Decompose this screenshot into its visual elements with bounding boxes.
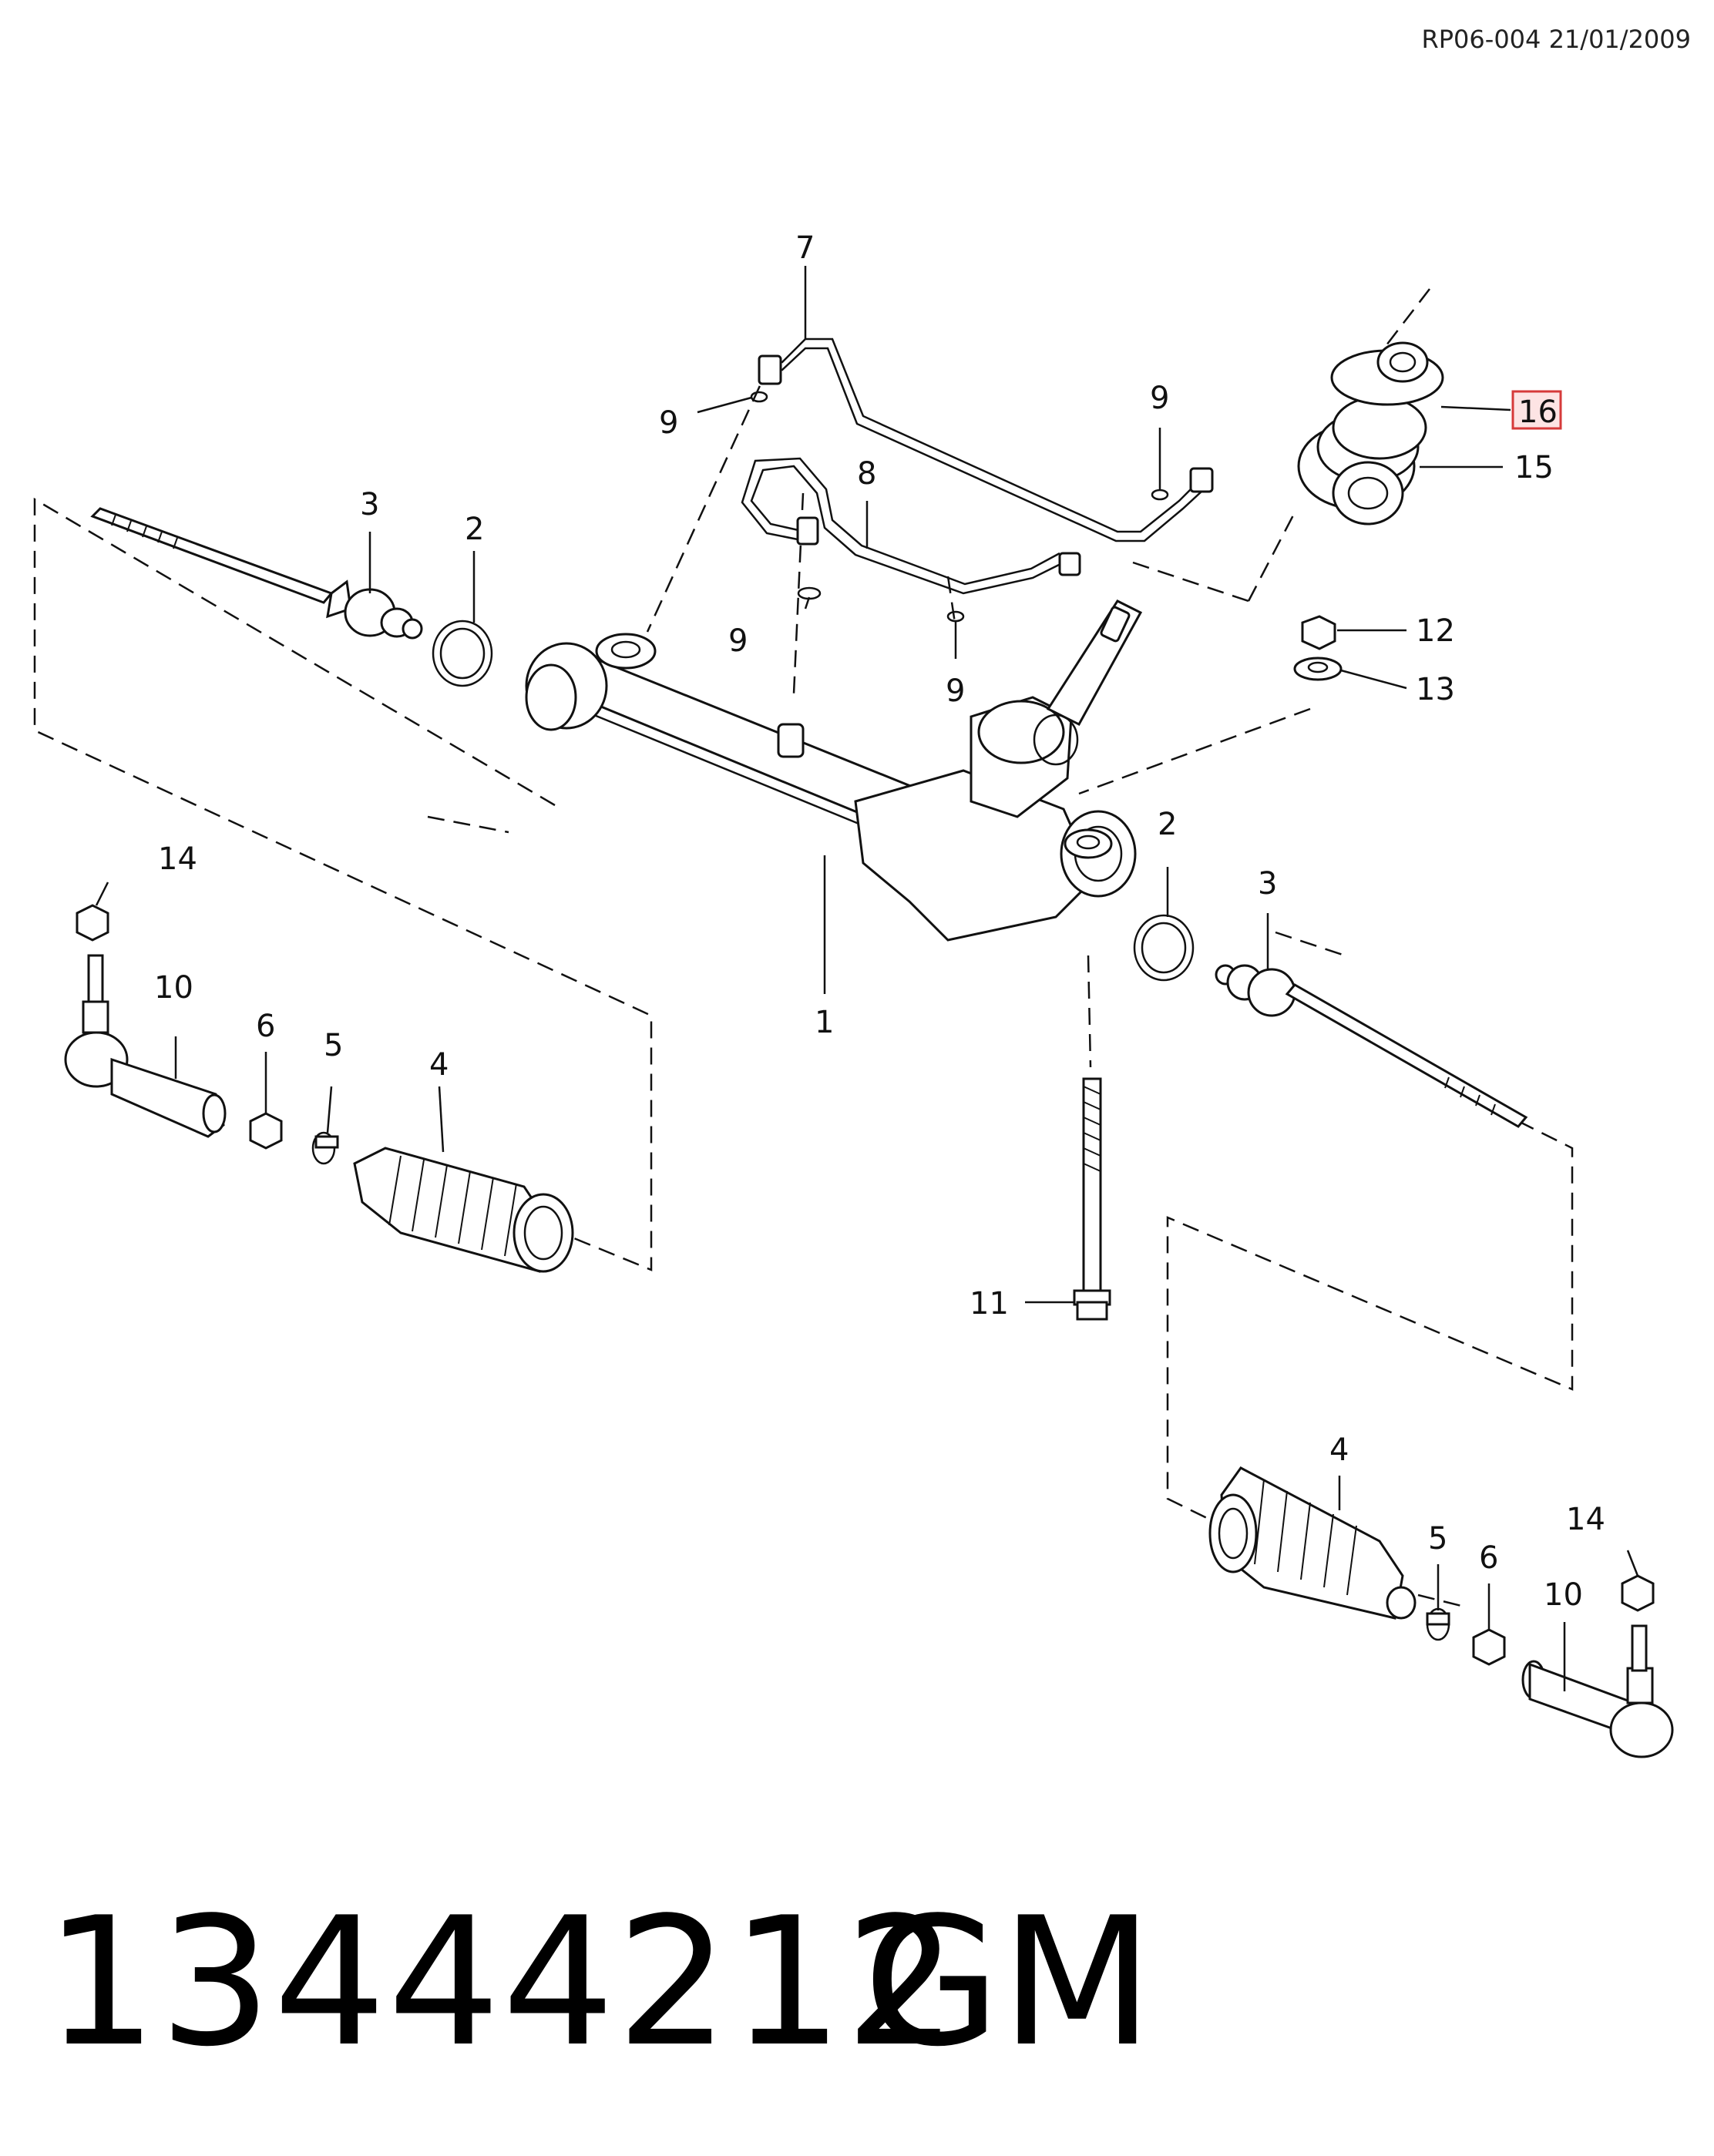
callout-15: 15 [1514,450,1554,485]
callout-14-left: 14 [158,841,197,877]
boot-grommet [1330,341,1444,406]
callout-12: 12 [1416,613,1455,649]
return-line [741,457,1081,595]
callout-5-left: 5 [324,1028,343,1063]
left-inner-tie-rod [90,507,423,640]
callout-4-right: 4 [1329,1432,1349,1468]
mounting-washer [1293,657,1343,681]
left-boot-clamp [311,1131,339,1165]
left-dashed-frame [33,497,653,1271]
mounting-nut [1301,615,1336,650]
callout-6-right: 6 [1479,1540,1498,1576]
steering-gear-housing [525,599,1143,948]
right-boot-clamp [1426,1607,1450,1641]
callout-11: 11 [970,1286,1009,1321]
callout-9-mid-right: 9 [946,673,965,709]
right-inner-tie-rod [1215,964,1528,1128]
right-rack-boot [1208,1466,1417,1620]
right-tie-rod-ring [1133,914,1195,982]
callout-6-left: 6 [256,1009,275,1044]
pinion-dust-boot [1297,395,1427,526]
left-outer-tie-rod-end [64,904,227,1138]
callout-14-right: 14 [1566,1502,1605,1537]
mounting-bolt [1073,1077,1111,1321]
callout-8: 8 [857,456,876,492]
right-jam-nut [1472,1628,1506,1666]
callout-numbers: 1 2 2 3 3 4 4 5 5 6 6 7 8 9 9 9 9 10 10 … [154,230,1605,1613]
highlight-box [1511,390,1562,430]
callout-9-mid-left: 9 [728,623,748,659]
left-tie-rod-ring [432,620,493,687]
callout-7: 7 [795,230,815,266]
callout-16: 16 [1518,395,1558,430]
leader-lines [95,266,1639,1691]
callout-9-top-right: 9 [1150,381,1169,416]
left-rack-boot [353,1147,574,1273]
callout-9-top-left: 9 [659,405,678,441]
left-jam-nut [249,1112,283,1150]
callout-5-right: 5 [1428,1521,1447,1557]
callout-2-left: 2 [465,512,484,547]
callout-4-left: 4 [429,1047,449,1083]
dashed-guide-lines [419,288,1465,1608]
right-dashed-frame [1166,1120,1574,1521]
reference-code: RP06-004 21/01/2009 [1421,25,1691,54]
callout-3-right: 3 [1258,866,1277,902]
right-outer-tie-rod-end [1521,1574,1674,1758]
callout-2-right: 2 [1158,807,1177,842]
callout-13: 13 [1416,672,1455,707]
callout-10-right: 10 [1544,1577,1583,1613]
callout-3-left: 3 [360,487,379,522]
brand-name: GM [863,1880,1154,2086]
callout-1: 1 [815,1005,834,1040]
callout-10-left: 10 [154,970,193,1006]
part-number: 13444212 [45,1880,960,2086]
pressure-line [758,338,1214,542]
o-ring-seals [750,391,1169,623]
